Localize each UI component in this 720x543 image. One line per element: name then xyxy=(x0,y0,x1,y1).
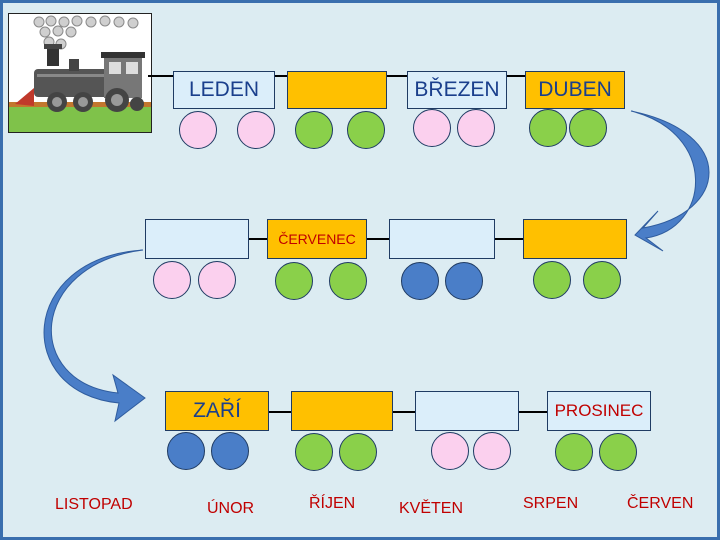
locomotive-icon xyxy=(9,14,151,132)
wheel xyxy=(339,433,377,471)
wagon-label: DUBEN xyxy=(538,78,612,101)
wheel xyxy=(583,261,621,299)
wheel xyxy=(329,262,367,300)
wheel xyxy=(431,432,469,470)
wagon-1[interactable]: LEDEN xyxy=(173,71,275,109)
wheel xyxy=(533,261,571,299)
wheel xyxy=(167,432,205,470)
coupling xyxy=(269,411,291,413)
wheel xyxy=(401,262,439,300)
curved-arrow-right-icon xyxy=(630,110,710,252)
coupling xyxy=(393,411,415,413)
wheel xyxy=(153,261,191,299)
wagon-3[interactable]: BŘEZEN xyxy=(407,71,507,109)
coupling xyxy=(275,75,287,77)
month-word-kveten[interactable]: KVĚTEN xyxy=(399,500,464,517)
month-word-srpen[interactable]: SRPEN xyxy=(523,495,579,512)
wheel xyxy=(599,433,637,471)
wagon-2[interactable] xyxy=(287,71,387,109)
wagon-5[interactable] xyxy=(145,219,249,259)
wagon-label: LEDEN xyxy=(188,78,260,101)
coupling xyxy=(367,238,389,240)
wagon-label: ZAŘÍ xyxy=(193,399,241,422)
wheel xyxy=(211,432,249,470)
wheel xyxy=(413,109,451,147)
wheel xyxy=(347,111,385,149)
arrows-layer xyxy=(43,110,710,423)
wheel xyxy=(473,432,511,470)
wagon-11[interactable] xyxy=(415,391,519,431)
wheel xyxy=(275,262,313,300)
wagon-12[interactable]: PROSINEC xyxy=(547,391,651,431)
wheel xyxy=(198,261,236,299)
month-word-listopad[interactable]: LISTOPAD xyxy=(55,496,133,513)
wheel xyxy=(445,262,483,300)
coupling xyxy=(507,75,525,77)
wheel xyxy=(295,433,333,471)
wagon-label: ČERVENEC xyxy=(278,231,356,247)
wagon-9[interactable]: ZAŘÍ xyxy=(165,391,269,431)
wheel xyxy=(457,109,495,147)
wagon-label: PROSINEC xyxy=(554,401,644,420)
wagon-4[interactable]: DUBEN xyxy=(525,71,625,109)
coupling xyxy=(495,238,523,240)
wagon-7[interactable] xyxy=(389,219,495,259)
month-word-rijen[interactable]: ŘÍJEN xyxy=(309,495,356,512)
curved-arrow-left-icon xyxy=(43,249,146,423)
wagon-8[interactable] xyxy=(523,219,627,259)
coupling xyxy=(519,411,547,413)
wheel xyxy=(555,433,593,471)
wheel xyxy=(295,111,333,149)
wheel xyxy=(529,109,567,147)
wagon-6[interactable]: ČERVENEC xyxy=(267,219,367,259)
coupling xyxy=(148,75,176,77)
wheel xyxy=(237,111,275,149)
month-word-cerven[interactable]: ČERVEN xyxy=(627,495,694,512)
wagon-10[interactable] xyxy=(291,391,393,431)
month-word-unor[interactable]: ÚNOR xyxy=(207,500,255,517)
coupling xyxy=(387,75,407,77)
wagon-label: BŘEZEN xyxy=(414,78,500,101)
wheel xyxy=(569,109,607,147)
wheel xyxy=(179,111,217,149)
coupling xyxy=(249,238,267,240)
locomotive-image xyxy=(8,13,152,133)
